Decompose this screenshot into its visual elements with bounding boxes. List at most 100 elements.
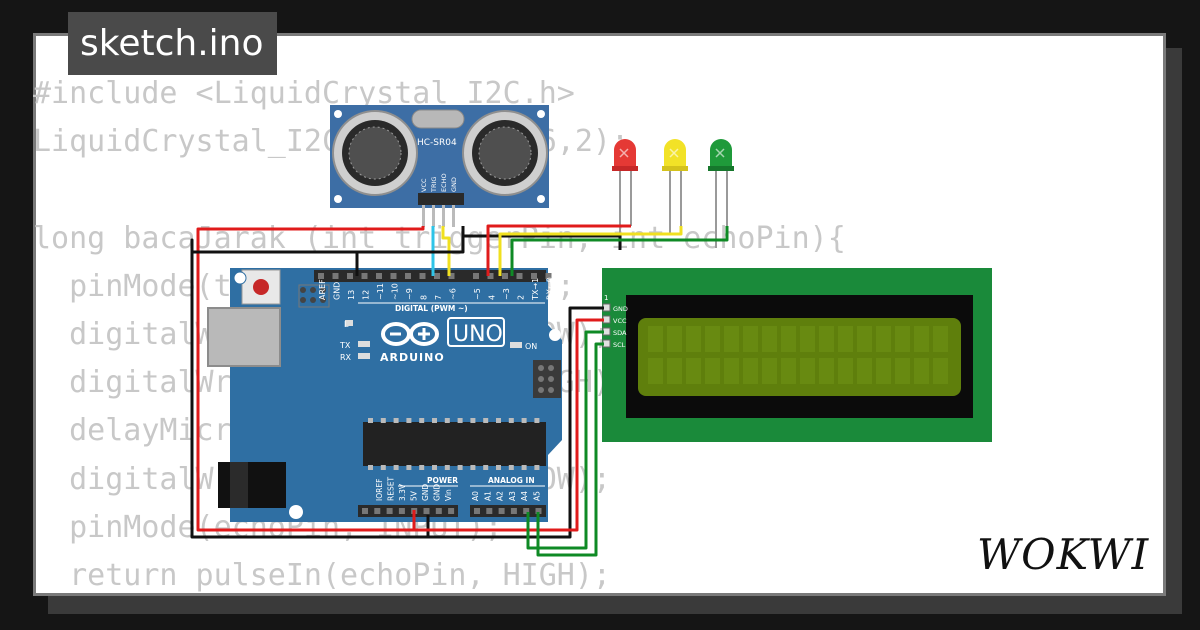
lcd-cell xyxy=(838,358,853,384)
wire-sensor-echo xyxy=(441,226,451,276)
transducer-right xyxy=(462,110,548,196)
header-pin[interactable] xyxy=(347,273,353,279)
lcd-pin-scl-label: SCL xyxy=(613,341,626,349)
chip-pin xyxy=(368,418,373,423)
header-pin[interactable] xyxy=(510,508,517,514)
chip-pin xyxy=(393,418,399,423)
chip-pin xyxy=(470,418,476,423)
header-pin[interactable] xyxy=(448,273,455,279)
top-pin-label: ~10 xyxy=(391,283,400,300)
header-pin[interactable] xyxy=(531,273,537,279)
header-pin[interactable] xyxy=(523,508,530,514)
chip-pin xyxy=(419,418,425,423)
lcd-cell xyxy=(762,358,777,384)
lcd-cell xyxy=(876,358,891,384)
lcd-cell xyxy=(705,358,720,384)
chip-pin xyxy=(406,465,412,470)
header-pin[interactable] xyxy=(419,273,426,279)
top-pin-label: 12 xyxy=(362,290,371,300)
header-pin[interactable] xyxy=(318,273,324,279)
header-pin[interactable] xyxy=(434,273,440,279)
top-pin-label: ~9 xyxy=(405,288,414,300)
led-green[interactable] xyxy=(708,139,734,248)
led-on-label: ON xyxy=(525,342,537,351)
header-pin[interactable] xyxy=(498,508,505,514)
top-pin-label: ~6 xyxy=(449,288,458,300)
lcd-cell xyxy=(800,358,815,384)
header-pin[interactable] xyxy=(474,508,480,514)
top-pin-label: 4 xyxy=(488,295,497,300)
header-pin[interactable] xyxy=(502,273,508,279)
lcd-cell xyxy=(762,326,777,352)
header-pin[interactable] xyxy=(361,273,368,279)
analog-header xyxy=(470,505,546,517)
wokwi-logo-icon: WOKWI xyxy=(977,530,1149,579)
power-pin-label: 3.3V xyxy=(398,483,407,501)
wire-gnd-rail xyxy=(461,234,622,252)
lcd-cell xyxy=(705,326,720,352)
top-pin-label: ~3 xyxy=(502,288,511,300)
arduino-logo-icon xyxy=(381,322,439,346)
lcd-pin-vcc-label: VCC xyxy=(613,317,627,325)
wire-board-gnd-loop xyxy=(190,238,430,539)
chip-pin xyxy=(368,465,373,470)
chip-pin xyxy=(444,418,450,423)
header-pin[interactable] xyxy=(386,508,393,514)
chip-pin xyxy=(483,465,489,470)
lcd-cell xyxy=(667,358,682,384)
project-title: sketch.ino xyxy=(68,12,278,75)
header-pin[interactable] xyxy=(374,508,381,514)
lcd-cell xyxy=(743,358,758,384)
lcd-display[interactable]: 1 GND VCC SDA SCL xyxy=(602,268,992,442)
wire-lcd-vcc xyxy=(414,318,604,532)
lcd-cell xyxy=(933,326,948,352)
chip-pin xyxy=(393,465,399,470)
header-pin[interactable] xyxy=(535,508,542,514)
top-pin-label: ~5 xyxy=(473,288,482,300)
top-pin-label: 7 xyxy=(434,295,443,300)
top-pin-label: AREF xyxy=(318,279,327,300)
led-yellow[interactable] xyxy=(662,139,688,234)
header-pin[interactable] xyxy=(473,273,479,279)
lcd-cell xyxy=(800,326,815,352)
header-pin[interactable] xyxy=(486,508,493,514)
analog-pin-label: A5 xyxy=(533,491,542,501)
lcd-cell xyxy=(876,326,891,352)
lcd-cell xyxy=(686,358,701,384)
chip-pin xyxy=(521,418,527,423)
header-pin[interactable] xyxy=(448,508,455,514)
header-pin[interactable] xyxy=(405,273,411,279)
chip-pin xyxy=(470,465,476,470)
header-pin[interactable] xyxy=(362,508,368,514)
lcd-pin-header xyxy=(602,303,611,348)
lcd-cell xyxy=(724,358,739,384)
power-header xyxy=(358,505,458,517)
sensor-pin-label: ECHO xyxy=(440,173,448,192)
lcd-cell xyxy=(724,326,739,352)
sensor-pin-label: VCC xyxy=(420,178,428,192)
wires xyxy=(190,224,729,557)
chip-pin xyxy=(508,465,514,470)
header-pin[interactable] xyxy=(423,508,430,514)
chip-pin xyxy=(432,418,437,423)
lcd-cell xyxy=(914,358,929,384)
led-tx-label: TX xyxy=(339,341,351,350)
analog-pin-label: A1 xyxy=(483,491,492,501)
header-pin[interactable] xyxy=(516,273,523,279)
header-pin[interactable] xyxy=(487,273,494,279)
header-pin[interactable] xyxy=(390,273,397,279)
power-pin-label: RESET xyxy=(387,477,396,501)
chip-pin xyxy=(419,465,425,470)
header-pin[interactable] xyxy=(398,508,405,514)
header-pin[interactable] xyxy=(545,273,552,279)
code-line: return pulseIn(echoPin, HIGH); xyxy=(33,557,611,593)
header-pin[interactable] xyxy=(376,273,382,279)
usb-connector xyxy=(207,307,281,367)
lcd-cell xyxy=(895,326,910,352)
header-pin[interactable] xyxy=(435,508,442,514)
header-pin[interactable] xyxy=(332,273,339,279)
board-brand: ARDUINO xyxy=(380,351,445,364)
lcd-cell xyxy=(914,326,929,352)
